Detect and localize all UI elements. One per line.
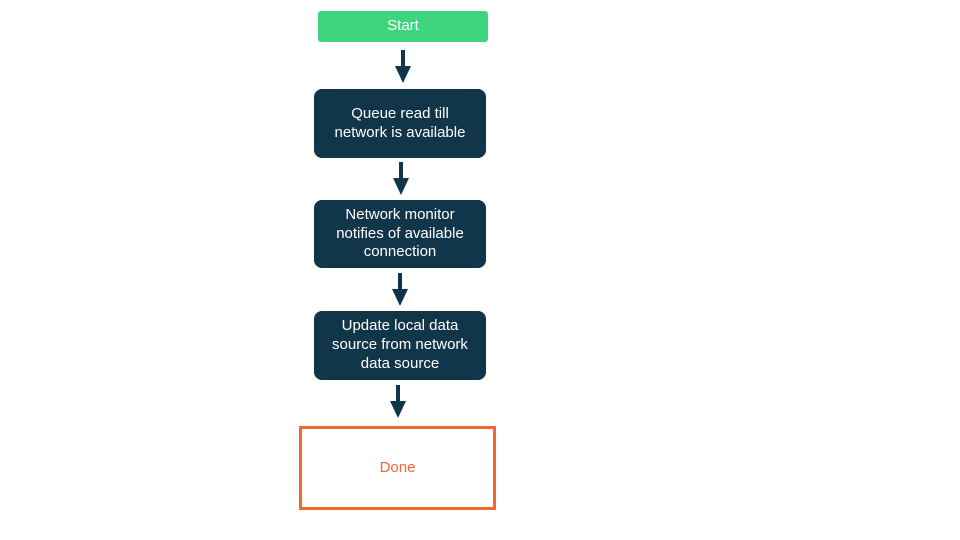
node-start: Start: [318, 11, 488, 42]
node-queue-read-label: Queue read till network is available: [334, 104, 466, 141]
node-update-local-label: Update local data source from network da…: [332, 317, 468, 372]
node-start-label: Start: [387, 17, 419, 35]
node-network-monitor-label: Network monitor notifies of available co…: [336, 205, 464, 261]
node-done-label: Done: [379, 458, 416, 476]
node-queue-read: Queue read till network is available: [314, 89, 486, 158]
arrow-down-icon: [394, 50, 412, 84]
arrow-down-icon: [391, 273, 409, 307]
arrow-down-icon: [389, 385, 407, 419]
node-network-monitor: Network monitor notifies of available co…: [314, 200, 486, 268]
arrow-down-icon: [392, 162, 410, 196]
node-done: Done: [299, 426, 496, 510]
node-update-local: Update local data source from network da…: [314, 311, 486, 380]
